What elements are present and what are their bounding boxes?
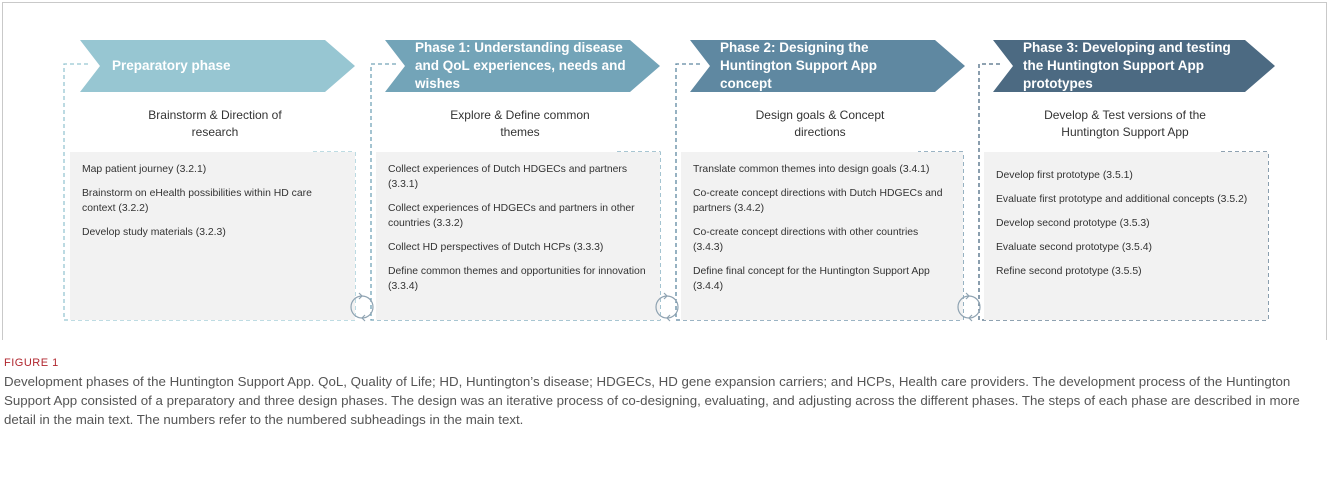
phase2-arrow: Phase 2: Designing the Huntington Suppor…: [690, 40, 965, 92]
step-item: Collect experiences of Dutch HDGECs and …: [388, 164, 628, 190]
phase1-steps-box: Collect experiences of Dutch HDGECs and …: [376, 152, 660, 320]
figure-caption: Development phases of the Huntington Sup…: [4, 374, 1300, 427]
figure-frame: [2, 2, 1327, 340]
phase2-steps-box: Translate common themes into design goal…: [681, 152, 963, 320]
step-item: Brainstorm on eHealth possibilities with…: [82, 188, 312, 214]
phase-subtitle: Develop & Test versions of the Huntingto…: [1044, 108, 1206, 139]
preparatory-steps-box: Map patient journey (3.2.1) Brainstorm o…: [70, 152, 355, 320]
step-item: Define common themes and opportunities f…: [388, 266, 646, 292]
circular-arrows-icon: [957, 292, 981, 322]
phase1-arrow: Phase 1: Understanding disease and QoL e…: [385, 40, 660, 92]
phase-title: Phase 2: Designing the Huntington Suppor…: [720, 40, 877, 91]
phase-subtitle: Brainstorm & Direction of research: [148, 108, 282, 139]
phase-subtitle: Design goals & Concept directions: [755, 108, 885, 139]
step-item: Co-create concept directions with other …: [693, 227, 919, 253]
step-item: Co-create concept directions with Dutch …: [693, 188, 943, 214]
phase-title: Phase 1: Understanding disease and QoL e…: [415, 40, 626, 91]
step-item: Collect HD perspectives of Dutch HCPs (3…: [388, 242, 604, 253]
step-item: Translate common themes into design goal…: [693, 164, 930, 175]
step-item: Refine second prototype (3.5.5): [996, 266, 1142, 277]
phase3-steps-box: Develop first prototype (3.5.1) Evaluate…: [984, 152, 1268, 320]
phase-subtitle: Explore & Define common themes: [450, 108, 590, 139]
step-item: Evaluate second prototype (3.5.4): [996, 242, 1152, 253]
preparatory-phase-arrow: Preparatory phase: [80, 40, 355, 92]
phase-title: Phase 3: Developing and testing the Hunt…: [1023, 40, 1231, 91]
step-item: Develop first prototype (3.5.1): [996, 170, 1133, 181]
circular-arrows-icon: [350, 292, 374, 322]
step-item: Map patient journey (3.2.1): [82, 164, 207, 175]
circular-arrows-icon: [655, 292, 679, 322]
figure-label: FIGURE 1: [4, 357, 59, 369]
step-item: Develop second prototype (3.5.3): [996, 218, 1150, 229]
step-item: Collect experiences of HDGECs and partne…: [388, 203, 635, 229]
phase-title: Preparatory phase: [112, 58, 231, 73]
step-item: Define final concept for the Huntington …: [693, 266, 930, 292]
step-item: Develop study materials (3.2.3): [82, 227, 226, 238]
step-item: Evaluate first prototype and additional …: [996, 194, 1248, 205]
phase3-arrow: Phase 3: Developing and testing the Hunt…: [993, 40, 1275, 92]
